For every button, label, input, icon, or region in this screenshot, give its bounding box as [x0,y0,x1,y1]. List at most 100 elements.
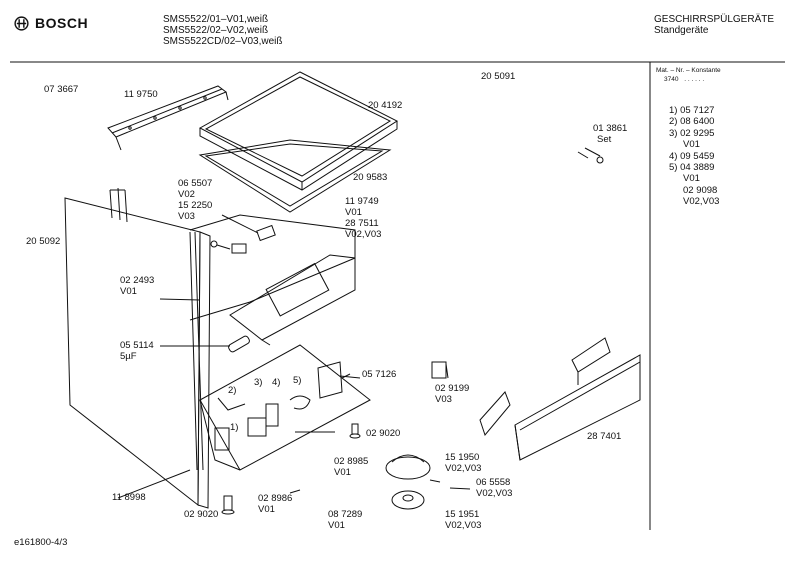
legend-item: V01 [683,173,700,185]
screw-part [211,241,246,253]
part-label: 06 5507 [178,178,213,189]
part-label: 28 7401 [587,431,622,442]
part-label-group: 02 8986 V01 [258,493,292,515]
worktop-seal-part [200,140,390,212]
legend-item: 5) 04 3889 [669,162,715,174]
part-label: 20 5091 [481,71,516,82]
legend-item: 1) 05 7127 [669,105,715,116]
part-label: 07 3667 [44,84,79,95]
screw-set-part [578,148,603,163]
part-label-group: 05 5114 5µF [120,340,154,362]
legend-item: V01 [683,139,700,151]
part-label: V02,V03 [445,463,482,474]
part-label: 08 7289 [328,509,363,520]
category-subtitle: Standgeräte [654,25,709,36]
part-label: V01 [328,520,345,531]
pump-part [386,455,440,509]
worktop-part [200,72,397,190]
constant-dots: . . . . . . [684,76,705,83]
part-label: 15 1950 [445,452,480,463]
top-rail-part [108,86,228,150]
part-label: V01 [120,286,137,297]
small-components [215,396,310,450]
part-label-group: 06 5558 V02,V03 [476,477,512,499]
part-label: 11 8998 [112,492,146,503]
adjustable-foot-part [222,424,360,514]
part-label-group: 08 7289 V01 [328,509,362,531]
part-label: Set [597,134,612,145]
bosch-armature-icon [14,15,29,31]
category-title: GESCHIRRSPÜLGERÄTE [654,14,775,25]
part-label-group: 01 3861 Set [593,123,627,145]
relay-part [432,362,448,378]
rear-rail-part [515,355,640,460]
brand-name: BOSCH [35,15,89,31]
part-label: 02 2493 [120,275,155,286]
legend-item: V02,V03 [683,196,720,208]
appliance-category: GESCHIRRSPÜLGERÄTE Standgeräte [654,14,774,36]
part-label: 05 5114 [120,340,154,351]
model-line: SMS5522CD/02–V03,weiß [163,36,283,47]
part-label-group: 15 1951 V02,V03 [445,509,481,531]
component-bracket-part [318,362,350,398]
legend-item: 2) 08 6400 [669,116,715,128]
part-label: V02,V03 [345,229,382,240]
constant-value: 3740 [664,76,679,83]
model-line: SMS5522/01–V01,weiß [163,14,269,25]
drawing-number: e161800-4/3 [14,537,68,548]
part-label: 02 9020 [366,428,401,439]
part-label: 20 4192 [368,100,403,111]
model-list: SMS5522/01–V01,weiß SMS5522/02–V02,weiß … [163,14,283,47]
part-label: 02 9020 [184,509,219,520]
leader-lines [118,299,470,498]
model-line: SMS5522/02–V02,weiß [163,25,269,36]
part-label-group: 11 9749 V01 28 7511 V02,V03 [345,196,381,240]
part-label: 15 1951 [445,509,480,520]
component-callout: 2) [228,385,237,396]
part-label: 20 5092 [26,236,61,247]
part-label: V03 [178,211,195,222]
part-label-group: 02 9199 V03 [435,383,469,405]
part-label: 05 7126 [362,369,397,380]
part-label: 02 9199 [435,383,470,394]
part-label: 5µF [120,351,137,362]
part-label-group: 15 1950 V02,V03 [445,452,481,474]
legend-item: 4) 09 5459 [669,150,715,162]
legend-item: 3) 02 9295 [669,127,715,139]
part-label: 20 9583 [353,172,388,183]
part-label: V03 [435,394,452,405]
part-label: V02,V03 [476,488,513,499]
part-label: 28 7511 [345,218,379,229]
legend-constant: 3740 . . . . . . [664,76,704,84]
part-label: 06 5558 [476,477,511,488]
part-label: 02 8986 [258,493,293,504]
legend-heading: Mat. – Nr. – Konstante [656,67,721,74]
legend-item: 02 9098 [683,184,718,196]
part-label: 11 9749 [345,196,379,207]
side-panel-part [65,188,210,508]
part-label: V01 [345,207,362,218]
part-label: 11 9750 [124,89,158,100]
part-label-group: 02 8985 V01 [334,456,368,478]
component-callout: 1) [230,422,239,433]
part-label-group: 06 5507 V02 15 2250 V03 [178,178,212,222]
legend-list: 1) 05 7127 2) 08 6400 3) 02 9295 V01 4) … [669,105,719,208]
capacitor-part [160,335,251,353]
part-label-group: 02 2493 V01 [120,275,154,297]
part-label: V02 [178,189,195,200]
cabinet-frame [190,215,370,470]
hinge-bracket-part [222,215,275,240]
part-label: V01 [334,467,351,478]
control-panel-part [230,255,355,345]
part-label: 02 8985 [334,456,369,467]
part-label: V01 [258,504,275,515]
component-callout: 4) [272,377,281,388]
part-label: V02,V03 [445,520,482,531]
mounting-bracket-part [480,338,610,435]
bosch-logo: BOSCH [14,15,88,31]
part-label: 15 2250 [178,200,213,211]
component-callout: 3) [254,377,263,388]
part-label: 01 3861 [593,123,628,134]
component-callout: 5) [293,375,302,386]
